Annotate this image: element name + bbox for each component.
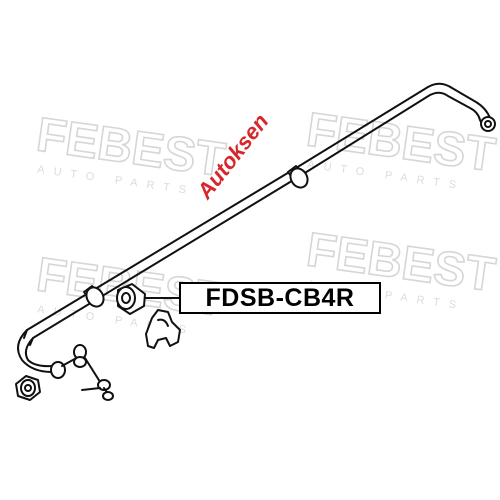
bushing-part (116, 283, 146, 315)
end-link (50, 344, 114, 401)
bracket-clamp (145, 309, 181, 349)
bar-mount-right (287, 165, 309, 189)
part-number-box: FDSB-CB4R (179, 282, 381, 314)
stabilizer-bar (17, 82, 496, 373)
bar-end-bushing (15, 375, 41, 401)
part-number-label: FDSB-CB4R (205, 283, 355, 312)
bar-mount-left (83, 285, 105, 308)
